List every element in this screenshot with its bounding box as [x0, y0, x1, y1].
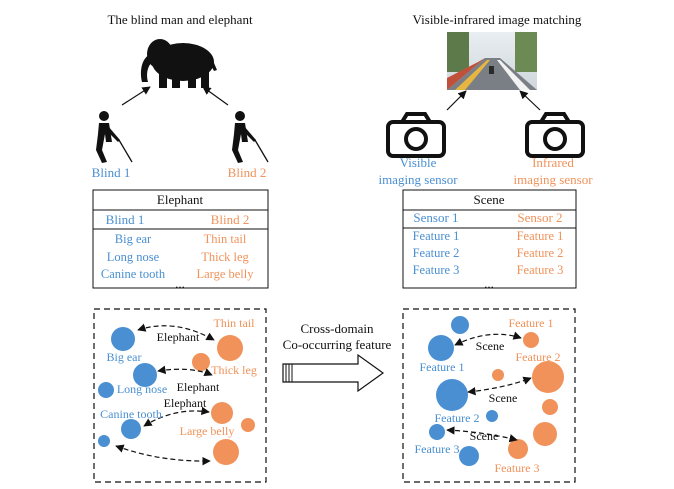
table-col-head: Blind 1	[106, 212, 145, 227]
link-label: Scene	[470, 429, 499, 443]
feature-node	[217, 335, 243, 361]
link-label: Elephant	[164, 396, 207, 410]
table-cell: Large belly	[196, 267, 254, 281]
feature-node	[436, 379, 468, 411]
road-photo	[447, 32, 537, 90]
feature-label: Big ear	[107, 350, 142, 364]
arrow-infrared-to-photo	[519, 90, 541, 111]
feature-node	[533, 422, 557, 446]
table-cell: Feature 2	[517, 246, 564, 260]
feature-label: Feature 1	[509, 316, 554, 330]
feature-node	[508, 439, 528, 459]
table-cell: Feature 2	[413, 246, 460, 260]
feature-node	[98, 382, 114, 398]
table-cell: Long nose	[107, 250, 160, 264]
link-arrow	[115, 444, 211, 466]
link-arrow	[157, 365, 213, 377]
feature-node	[459, 446, 479, 466]
link-arrow	[143, 406, 210, 427]
feature-label: Feature 3	[495, 461, 540, 475]
elephant-icon	[140, 39, 217, 88]
feature-node	[98, 435, 110, 447]
feature-node	[486, 410, 498, 422]
table-cell: Canine tooth	[101, 267, 166, 281]
feature-label: Long nose	[117, 382, 167, 396]
feature-node	[542, 399, 558, 415]
feature-label: Feature 2	[516, 350, 561, 364]
table-cell: Big ear	[115, 232, 152, 246]
feature-label: Feature 3	[415, 442, 460, 456]
feature-node	[492, 369, 504, 381]
blind-man-icon	[96, 111, 133, 163]
blind-1-label: Blind 1	[92, 165, 131, 180]
table-ellipsis: ...	[175, 276, 185, 291]
feature-node	[451, 316, 469, 334]
feature-node	[523, 332, 539, 348]
feature-node	[213, 439, 239, 465]
link-label: Scene	[489, 391, 518, 405]
feature-label: Feature 2	[435, 411, 480, 425]
feature-label: Large belly	[180, 424, 235, 438]
blind-man-icon	[232, 111, 269, 163]
table-col-head: Blind 2	[211, 212, 250, 227]
transfer-arrow-icon	[282, 353, 385, 393]
feature-node	[428, 335, 454, 361]
feature-label: Thin tail	[214, 316, 256, 330]
camera-icon	[386, 112, 446, 158]
right-title: Visible-infrared image matching	[413, 12, 582, 27]
feature-node	[192, 353, 210, 371]
link-label: Scene	[476, 339, 505, 353]
camera-icon	[525, 112, 585, 158]
feature-node	[241, 418, 255, 432]
arrow-blind2-to-elephant	[202, 86, 229, 106]
feature-node	[532, 361, 564, 393]
infrared-sensor-label: imaging sensor	[513, 172, 593, 187]
feature-label: Thick leg	[211, 363, 257, 377]
visible-sensor-label: imaging sensor	[378, 172, 458, 187]
link-arrow	[454, 331, 522, 346]
link-arrow	[467, 376, 532, 396]
table-cell: Feature 3	[413, 263, 460, 277]
table-cell: Thick leg	[201, 250, 249, 264]
feature-label: Feature 1	[420, 360, 465, 374]
feature-node	[133, 363, 157, 387]
table-header: Scene	[473, 192, 504, 207]
feature-node	[121, 419, 141, 439]
blind-2-label: Blind 2	[228, 165, 267, 180]
elephant-feature-panel: Elephant Elephant Elephant Big ear Long …	[93, 308, 267, 483]
infrared-sensor-label: Infrared	[532, 155, 574, 170]
feature-node	[211, 402, 233, 424]
scene-feature-panel: Scene Scene Scene Feature 1 Feature 2 Fe…	[402, 308, 576, 483]
table-cell: Feature 1	[413, 229, 460, 243]
middle-caption: Co-occurring feature	[283, 337, 392, 352]
link-label: Elephant	[177, 380, 220, 394]
table-cell: Thin tail	[204, 232, 247, 246]
feature-node	[429, 424, 445, 440]
table-cell: Feature 1	[517, 229, 564, 243]
feature-node	[111, 327, 135, 351]
arrow-visible-to-photo	[446, 90, 467, 111]
table-cell: Feature 3	[517, 263, 564, 277]
middle-caption: Cross-domain	[301, 321, 374, 336]
arrow-blind1-to-elephant	[121, 86, 151, 106]
link-arrow	[446, 426, 518, 443]
link-label: Elephant	[157, 330, 200, 344]
elephant-table: Elephant Blind 1 Blind 2 Big ear Long no…	[92, 189, 269, 291]
visible-sensor-label: Visible	[400, 155, 437, 170]
left-title: The blind man and elephant	[107, 12, 253, 27]
table-col-head: Sensor 2	[517, 210, 562, 225]
table-ellipsis: ...	[484, 276, 494, 291]
table-header: Elephant	[157, 192, 204, 207]
feature-label: Canine tooth	[100, 407, 162, 421]
scene-table: Scene Sensor 1 Sensor 2 Feature 1 Featur…	[402, 189, 577, 291]
table-col-head: Sensor 1	[413, 210, 458, 225]
